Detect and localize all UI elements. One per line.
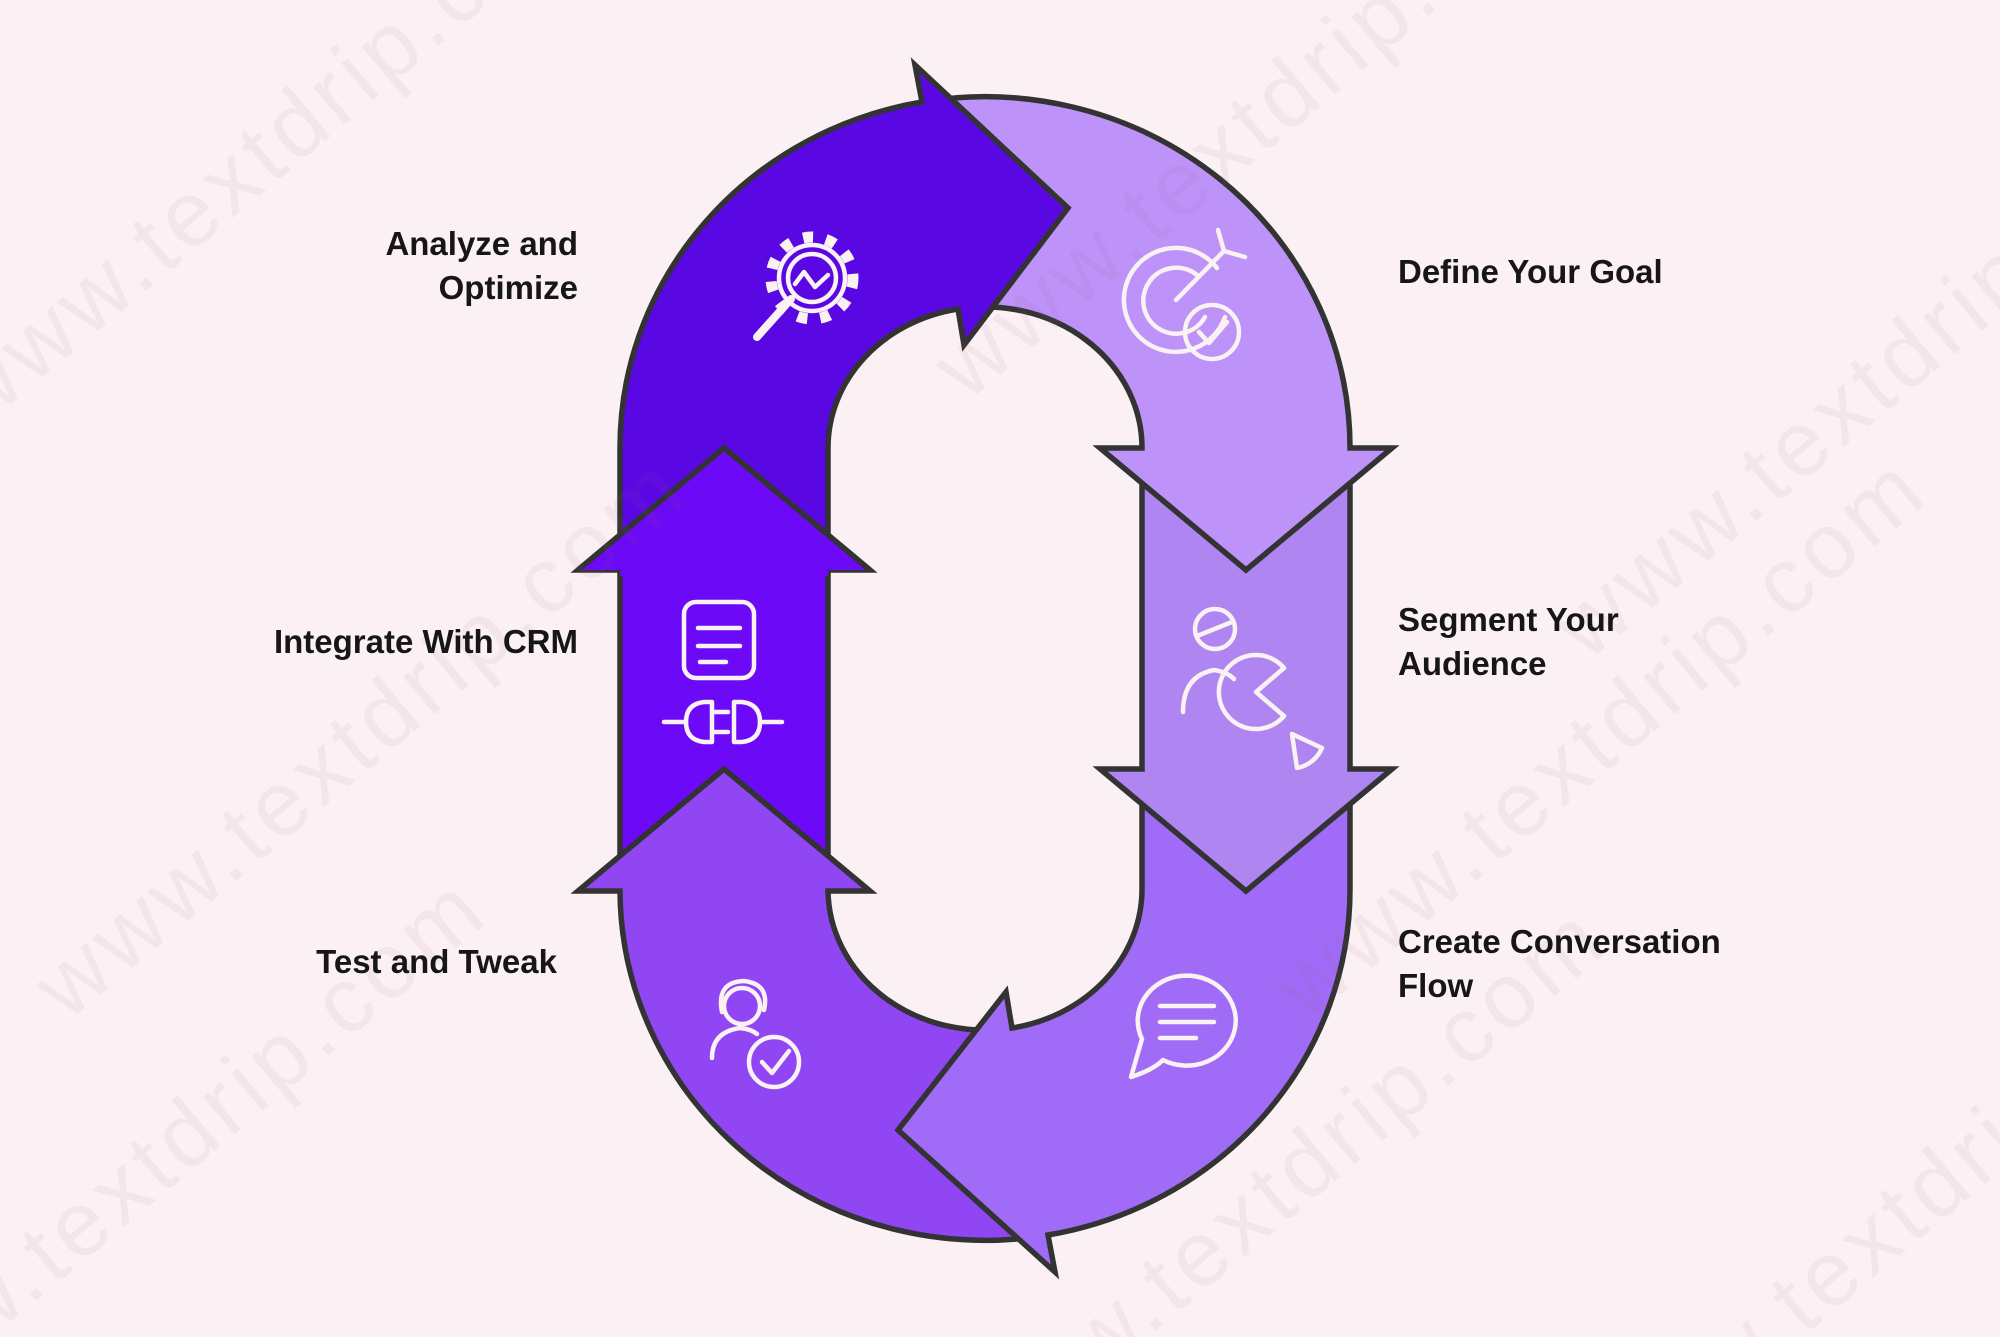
crm-arrowhead-outline — [576, 444, 872, 573]
audience-pie-icon — [1180, 606, 1325, 771]
crm-arrowhead-refill — [578, 448, 870, 570]
target-check-icon — [1121, 227, 1248, 362]
label-segment-your-audience: Segment Your Audience — [1398, 601, 1619, 682]
label-test-and-tweak: Test and Tweak — [316, 943, 557, 980]
label-define-your-goal: Define Your Goal — [1398, 253, 1663, 290]
person-check-icon — [709, 978, 802, 1090]
chat-bubble-icon — [1128, 973, 1238, 1080]
label-integrate-with-crm: Integrate With CRM — [273, 623, 578, 660]
card-plug-icon — [661, 599, 785, 745]
magnifier-gear-icon — [753, 231, 859, 341]
label-create-conversation-flow: Create Conversation Flow — [1398, 923, 1721, 1004]
label-analyze-and-optimize: Analyze and Optimize — [385, 225, 578, 306]
segment-shape-segment-your-audience — [1092, 445, 1400, 895]
segment-shape-analyze-and-optimize — [617, 57, 1072, 573]
segment-shape-create-conversation-flow — [894, 766, 1353, 1280]
